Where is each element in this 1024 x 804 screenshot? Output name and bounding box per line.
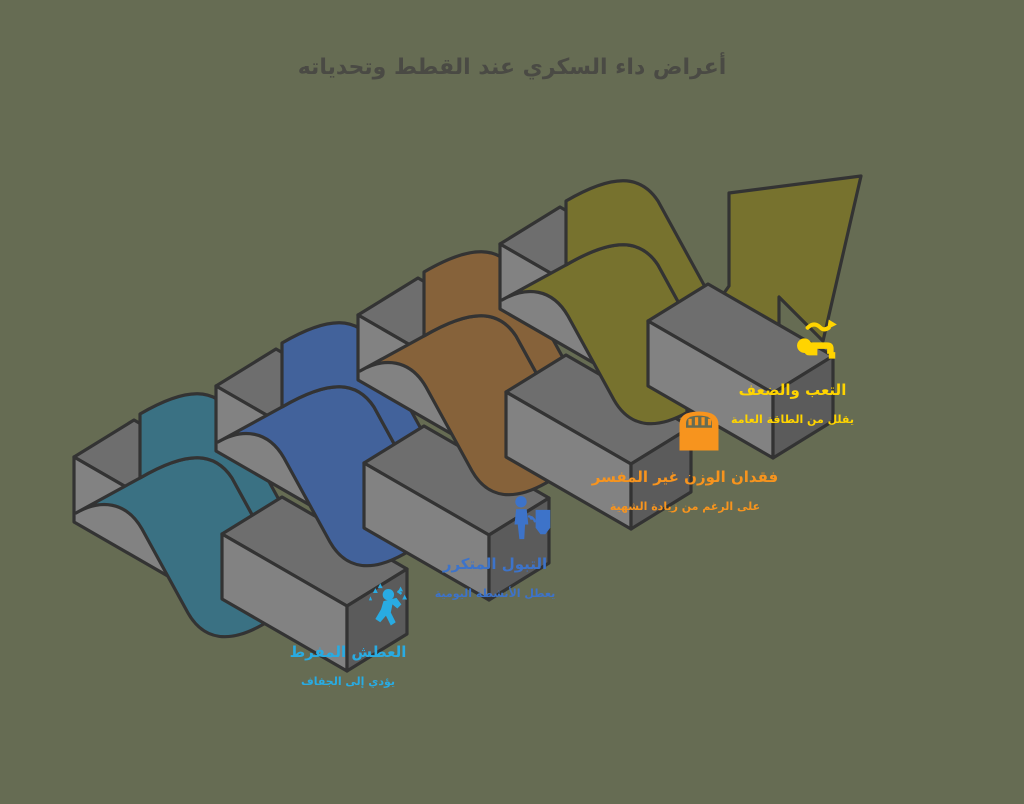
callout-fatigue-caption: التعب والضعف xyxy=(738,381,847,399)
person-drinking-icon xyxy=(368,583,408,626)
callout-urination: التبول المتكرر يعطل الأنشطة اليومية xyxy=(400,492,590,600)
step-block-2 xyxy=(214,321,551,602)
person-tired-icon xyxy=(797,319,837,359)
page-title: أعراض داء السكري عند القطط وتحدياته xyxy=(297,55,727,80)
person-toilet-icon xyxy=(514,496,551,540)
callout-weight-loss-subtitle: على الرغم من زيادة الشهية xyxy=(609,499,761,513)
callout-fatigue-subtitle: يقلل من الطاقة العامة xyxy=(731,412,854,426)
callout-weight-loss: فقدان الوزن غير المفسر على الرغم من زياد… xyxy=(545,405,825,513)
support-block-3b xyxy=(504,353,693,531)
callout-fatigue: التعب والضعف يقلل من الطاقة العامة xyxy=(690,318,895,426)
callout-thirst-caption: العطش المفرط xyxy=(289,643,407,661)
callout-urination-subtitle: يعطل الأنشطة اليومية xyxy=(434,586,556,600)
step-block-4 xyxy=(498,174,863,460)
callout-thirst: العطش المفرط يؤدي إلى الجفاف xyxy=(258,580,438,688)
callout-thirst-subtitle: يؤدي إلى الجفاف xyxy=(300,674,396,688)
step-block-3 xyxy=(356,250,693,531)
callout-weight-loss-caption: فقدان الوزن غير المفسر xyxy=(591,468,779,486)
callout-urination-caption: التبول المتكرر xyxy=(442,555,548,573)
support-block-2b xyxy=(362,424,551,602)
weight-scale-icon xyxy=(679,411,719,451)
